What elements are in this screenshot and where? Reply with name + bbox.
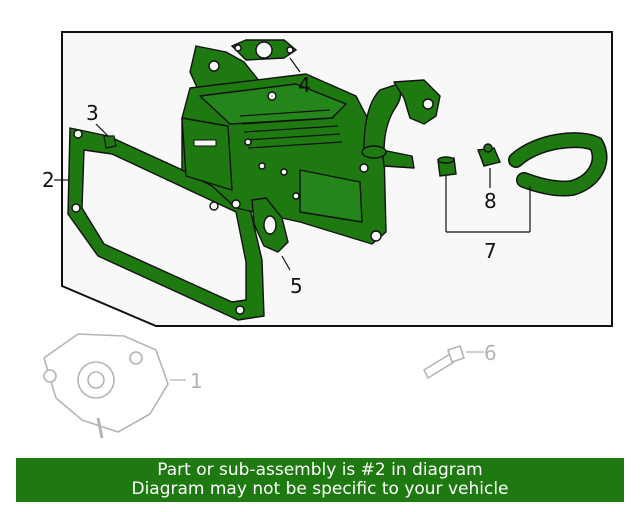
gasket-part-4[interactable] xyxy=(230,39,298,61)
hose-clamp[interactable] xyxy=(477,143,501,167)
banner-line-2: Diagram may not be specific to your vehi… xyxy=(131,479,509,499)
callout-3: 3 xyxy=(86,101,99,125)
parts-diagram: 1 2 3 4 5 6 7 8 xyxy=(42,31,613,439)
banner-line-1: Part or sub-assembly is #2 in diagram xyxy=(157,460,483,480)
egr-pipe[interactable] xyxy=(361,79,441,159)
callout-2: 2 xyxy=(42,168,55,192)
leader-lines xyxy=(54,57,531,271)
notice-banner: Part or sub-assembly is #2 in diagram Di… xyxy=(16,458,624,502)
callout-4: 4 xyxy=(298,73,311,97)
ghost-egr-valve xyxy=(43,333,169,439)
gasket-part-5[interactable] xyxy=(251,197,289,253)
egr-gasket[interactable] xyxy=(67,127,265,321)
ghost-bolt xyxy=(423,345,465,379)
egr-cooler[interactable] xyxy=(181,45,415,245)
callout-7: 7 xyxy=(484,239,497,263)
callout-1: 1 xyxy=(190,369,203,393)
callout-6: 6 xyxy=(484,341,497,365)
hose-sleeve[interactable] xyxy=(437,156,457,177)
callout-8: 8 xyxy=(484,189,497,213)
callout-5: 5 xyxy=(290,274,303,298)
hose[interactable] xyxy=(508,132,608,197)
